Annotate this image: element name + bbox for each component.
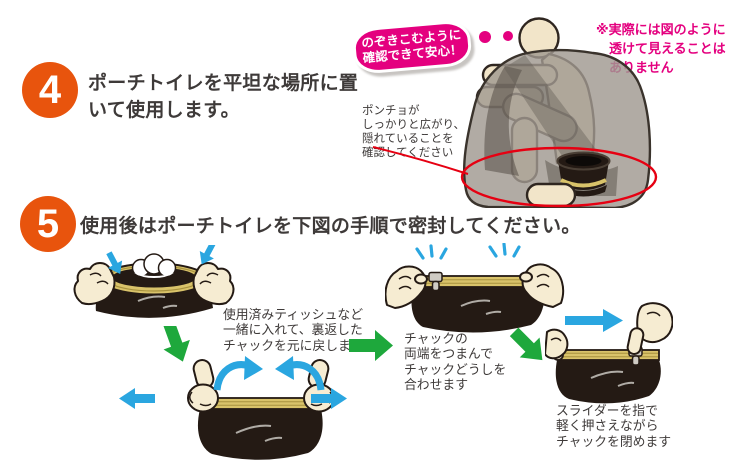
poncho-shadow-left <box>484 66 522 176</box>
person-foot <box>525 182 577 208</box>
tissues <box>131 253 177 278</box>
step-4-number: 4 <box>38 68 62 112</box>
step-5-badge: 5 <box>20 196 76 252</box>
seal-step3-caption: スライダーを指で 軽く押さえながら チャックを閉めます <box>556 403 672 449</box>
sparkle-right-icon <box>488 243 521 258</box>
green-flow-arrow-right-icon <box>349 330 393 361</box>
disclaimer-note: ※実際には図のように 透けて見えることは ありません <box>596 22 726 75</box>
zipper-slider <box>428 271 443 292</box>
red-pointer-line <box>372 146 469 175</box>
seal-step1-open-bag-illustration <box>73 245 235 318</box>
pouch-toilet <box>556 151 611 197</box>
speech-bubble-dot-large <box>479 31 491 43</box>
step-5-number: 5 <box>36 202 60 246</box>
right-hand-pressing <box>626 302 673 355</box>
right-hand <box>192 262 235 306</box>
poncho-shadow-band <box>504 55 601 174</box>
green-flow-arrow-diagonal-icon <box>509 327 543 361</box>
red-highlight-ellipse <box>460 146 658 208</box>
blue-push-arrow-left-icon <box>106 251 123 274</box>
zipper-strip <box>552 349 660 361</box>
left-hand <box>187 359 219 413</box>
blue-flip-arrow-left-icon <box>213 356 263 391</box>
bag-sheen <box>460 299 502 315</box>
sparkle-left-icon <box>415 244 448 260</box>
bag-body <box>411 287 545 333</box>
speech-bubble-dot-small <box>503 31 513 41</box>
green-flow-arrow-down-icon <box>163 326 190 362</box>
pouch-zipper-rim <box>560 178 607 188</box>
bag-sheen <box>235 424 283 442</box>
right-hand <box>519 263 565 308</box>
step-4-heading: ポーチトイレを平坦な場所に置 いて使用します。 <box>88 73 359 121</box>
step-4-badge: 4 <box>22 62 78 118</box>
squatting-person-illustration <box>372 17 658 208</box>
step-5-heading: 使用後はポーチトイレを下図の手順で密封してください。 <box>80 216 581 237</box>
bag-body <box>197 409 323 460</box>
blue-pull-arrow-left-icon <box>119 388 155 409</box>
bag-sheen <box>137 295 178 309</box>
blue-flip-arrow-right-icon <box>275 356 325 391</box>
blue-pull-arrow-right-icon <box>311 388 347 409</box>
bag-sheen <box>590 370 635 387</box>
left-hand <box>73 262 116 306</box>
seal-step1-flat-bag-illustration <box>119 356 347 460</box>
blue-slide-arrow-icon <box>565 309 623 332</box>
blue-push-arrow-right-icon <box>199 245 216 265</box>
seal-step3-close-slider-illustration <box>545 302 673 404</box>
seal-step2-pinch-zipper-illustration <box>385 243 565 333</box>
seal-step1-caption: 使用済みティッシュなど 一緒に入れて、裏返した チャックを元に戻します <box>223 307 364 353</box>
left-hand <box>385 265 428 309</box>
bag-body <box>555 360 661 404</box>
left-hand <box>545 328 569 360</box>
seal-step2-caption: チャックの 両端をつまんで チャックどうしを 合わせます <box>404 331 507 392</box>
